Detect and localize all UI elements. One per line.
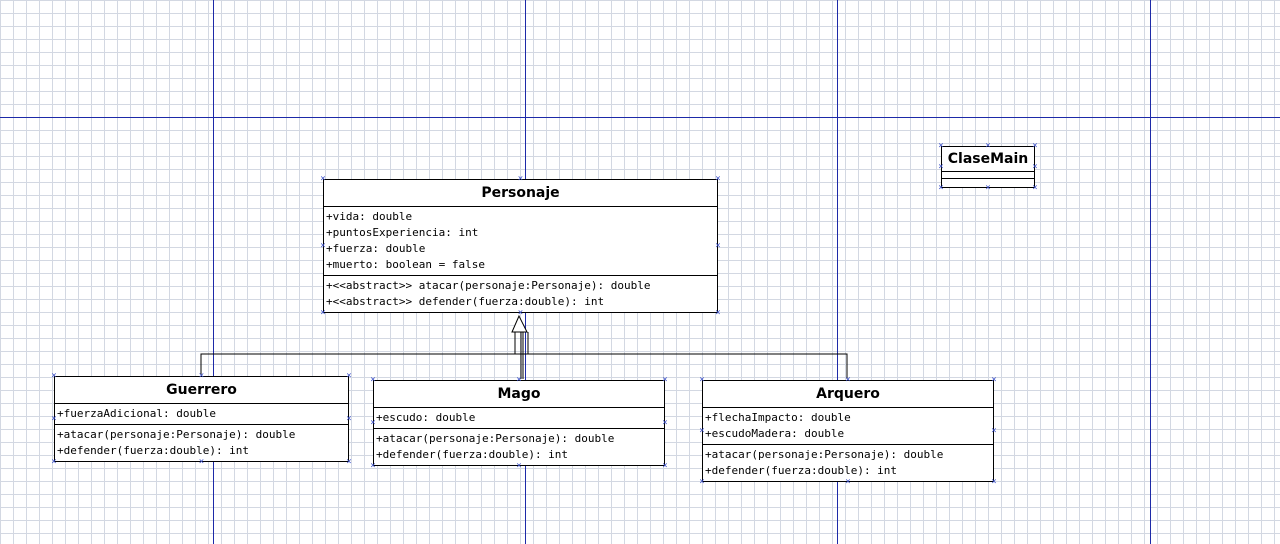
attribute: +fuerza: double [326, 242, 426, 255]
selection-handle[interactable]: × [1032, 140, 1038, 151]
attribute: +flechaImpacto: double [705, 411, 851, 424]
selection-handle[interactable]: × [370, 417, 376, 428]
selection-handle[interactable]: × [715, 240, 721, 251]
class-name: ClaseMain [942, 147, 1034, 172]
selection-handle[interactable]: × [991, 476, 997, 487]
operation: +defender(fuerza:double): int [376, 448, 569, 461]
selection-handle[interactable]: × [699, 476, 705, 487]
class-personaje[interactable]: Personaje +vida: double +puntosExperienc… [323, 179, 718, 313]
selection-handle[interactable]: × [938, 161, 944, 172]
class-guerrero[interactable]: Guerrero +fuerzaAdicional: double +ataca… [54, 376, 349, 462]
selection-handle[interactable]: × [715, 173, 721, 184]
attributes-compartment: +escudo: double [374, 408, 664, 429]
selection-handle[interactable]: × [985, 140, 991, 151]
class-arquero[interactable]: Arquero +flechaImpacto: double +escudoMa… [702, 380, 994, 482]
selection-handle[interactable]: × [938, 140, 944, 151]
generalization-arrowhead [511, 314, 528, 333]
selection-handle[interactable]: × [516, 374, 522, 385]
selection-handle[interactable]: × [516, 460, 522, 471]
attributes-compartment: +flechaImpacto: double +escudoMadera: do… [703, 408, 993, 445]
selection-handle[interactable]: × [699, 425, 705, 436]
attribute: +muerto: boolean = false [326, 258, 485, 271]
selection-handle[interactable]: × [346, 413, 352, 424]
selection-handle[interactable]: × [662, 417, 668, 428]
attribute: +fuerzaAdicional: double [57, 407, 216, 420]
selection-handle[interactable]: × [699, 374, 705, 385]
attribute: +escudoMadera: double [705, 427, 845, 440]
selection-handle[interactable]: × [517, 173, 524, 184]
class-name: Arquero [703, 381, 993, 408]
selection-handle[interactable]: × [991, 374, 997, 385]
selection-handle[interactable]: × [985, 182, 991, 193]
selection-handle[interactable]: × [320, 173, 326, 184]
selection-handle[interactable]: × [517, 307, 524, 318]
selection-handle[interactable]: × [51, 413, 57, 424]
class-clasemain[interactable]: ClaseMain [941, 146, 1035, 188]
selection-handle[interactable]: × [991, 425, 997, 436]
attributes-compartment: +vida: double +puntosExperiencia: int +f… [324, 207, 717, 276]
class-mago[interactable]: Mago +escudo: double +atacar(personaje:P… [373, 380, 665, 466]
selection-handle[interactable]: × [346, 456, 352, 467]
selection-handle[interactable]: × [845, 476, 851, 487]
selection-handle[interactable]: × [198, 456, 205, 467]
operations-compartment: +<<abstract>> atacar(personaje:Personaje… [324, 276, 717, 312]
selection-handle[interactable]: × [320, 240, 326, 251]
page-break-line [0, 117, 1280, 118]
page-break-line [213, 0, 214, 544]
attribute: +vida: double [326, 210, 413, 223]
page-break-line [837, 0, 838, 544]
operation: +defender(fuerza:double): int [57, 444, 250, 457]
operation: +atacar(personaje:Personaje): double [57, 428, 296, 441]
attributes-compartment: +fuerzaAdicional: double [55, 404, 348, 425]
selection-handle[interactable]: × [938, 182, 944, 193]
operation: +<<abstract>> atacar(personaje:Personaje… [326, 279, 651, 292]
selection-handle[interactable]: × [1032, 161, 1038, 172]
class-name: Guerrero [55, 377, 348, 404]
selection-handle[interactable]: × [370, 374, 376, 385]
operation: +<<abstract>> defender(fuerza:double): i… [326, 295, 605, 308]
selection-handle[interactable]: × [346, 370, 352, 381]
attribute: +puntosExperiencia: int [326, 226, 479, 239]
attributes-compartment [942, 172, 1034, 179]
class-name: Mago [374, 381, 664, 408]
selection-handle[interactable]: × [51, 456, 57, 467]
selection-handle[interactable]: × [320, 307, 326, 318]
selection-handle[interactable]: × [198, 370, 205, 381]
selection-handle[interactable]: × [1032, 182, 1038, 193]
operation: +atacar(personaje:Personaje): double [376, 432, 615, 445]
selection-handle[interactable]: × [51, 370, 57, 381]
operations-compartment: +atacar(personaje:Personaje): double +de… [55, 425, 348, 461]
operation: +atacar(personaje:Personaje): double [705, 448, 944, 461]
selection-handle[interactable]: × [845, 374, 851, 385]
operation: +defender(fuerza:double): int [705, 464, 898, 477]
attribute: +escudo: double [376, 411, 476, 424]
operations-compartment: +atacar(personaje:Personaje): double +de… [703, 445, 993, 481]
selection-handle[interactable]: × [715, 307, 721, 318]
page-break-line [1150, 0, 1151, 544]
connector-guerrero-arquero [200, 353, 848, 379]
selection-handle[interactable]: × [662, 460, 668, 471]
class-name: Personaje [324, 180, 717, 207]
selection-handle[interactable]: × [370, 460, 376, 471]
selection-handle[interactable]: × [662, 374, 668, 385]
operations-compartment: +atacar(personaje:Personaje): double +de… [374, 429, 664, 465]
